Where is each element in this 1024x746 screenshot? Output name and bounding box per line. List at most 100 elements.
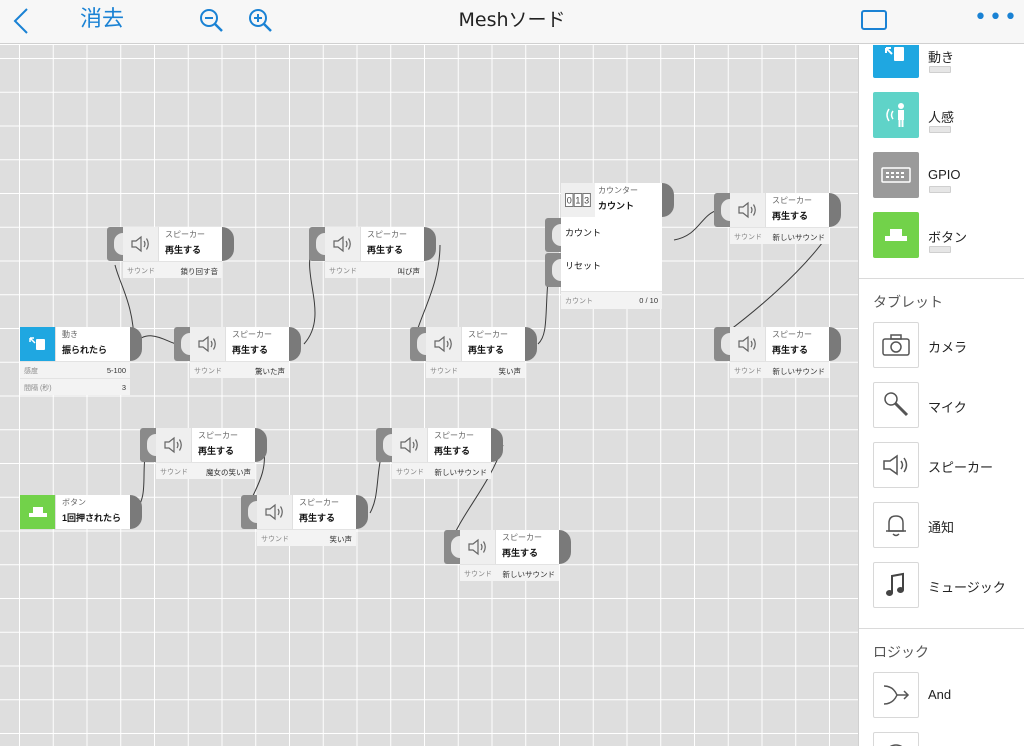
output-connector[interactable] [356, 495, 368, 529]
palette-item-bell[interactable]: 通知 [873, 502, 1023, 548]
property-value: 新しいサウンド [772, 367, 826, 376]
palette-item-label: And [928, 687, 952, 702]
palette-item-move[interactable]: 動き [873, 45, 1023, 78]
speaker-icon [190, 327, 226, 361]
speaker-block[interactable]: スピーカー再生するサウンド叫び声 [309, 227, 436, 295]
block-type: スピーカー [468, 330, 508, 339]
speaker-icon [392, 428, 428, 462]
block-action: 再生する [772, 345, 809, 355]
output-connector[interactable] [559, 530, 571, 564]
output-connector[interactable] [491, 428, 503, 462]
counter-reset-connector[interactable] [545, 253, 561, 287]
palette-item-speaker[interactable]: スピーカー [873, 442, 1023, 488]
zoom-in-icon[interactable] [248, 8, 274, 34]
counter-type: カウンター [598, 186, 638, 195]
input-connector[interactable] [241, 495, 257, 529]
property-value: 笑い声 [498, 367, 522, 376]
sound-property[interactable]: サウンド新しいサウンド [460, 564, 559, 581]
battery-indicator [929, 246, 951, 253]
speaker-block[interactable]: スピーカー再生するサウンド驚いた声 [174, 327, 301, 395]
property-value: 驚いた声 [255, 367, 285, 376]
speaker-icon [325, 227, 361, 261]
palette-item-button[interactable]: ボタン [873, 212, 1023, 258]
counter-block[interactable]: 0 1 3 カウンター カウント カウント リセット カウント 0 / 10 [545, 183, 674, 309]
palette-item-and-merge[interactable]: And [873, 672, 1023, 718]
counter-property[interactable]: カウント 0 / 10 [561, 291, 662, 309]
palette-item-motion-sensor[interactable]: 人感 [873, 92, 1023, 138]
counter-count-connector[interactable] [545, 218, 561, 252]
panel-toggle-icon[interactable] [861, 10, 887, 30]
output-connector[interactable] [829, 193, 841, 227]
output-connector[interactable] [829, 327, 841, 361]
sound-property[interactable]: サウンド 驚いた声 [190, 361, 289, 378]
sound-property[interactable]: サウンド鎖り回す音 [123, 261, 222, 278]
input-connector[interactable] [140, 428, 156, 462]
button-icon [873, 212, 919, 258]
clear-button[interactable]: 消去 [80, 7, 125, 32]
sound-property[interactable]: サウンド笑い声 [257, 529, 356, 546]
property-value: 3 [121, 383, 126, 392]
output-connector[interactable] [130, 327, 142, 361]
palette-item-label: 人感 [928, 110, 955, 125]
back-icon[interactable] [10, 6, 34, 36]
zoom-out-icon[interactable] [199, 8, 225, 34]
speaker-block[interactable]: スピーカー再生するサウンド新しいサウンド [444, 530, 571, 598]
block-action: 再生する [434, 446, 471, 456]
interval-property[interactable]: 間隔 (秒)3 [20, 378, 130, 395]
palette-item-camera[interactable]: カメラ [873, 322, 1023, 368]
input-connector[interactable] [410, 327, 426, 361]
speaker-block[interactable]: スピーカー再生するサウンド新しいサウンド [714, 193, 841, 261]
speaker-block[interactable]: スピーカー再生するサウンド笑い声 [241, 495, 368, 563]
property-label: サウンド [194, 368, 222, 375]
palette-item-gpio[interactable]: GPIO [873, 152, 1023, 198]
more-options-icon[interactable]: ••• [974, 5, 1019, 30]
counter-output-connector[interactable] [662, 183, 674, 217]
sound-property[interactable]: サウンド新しいサウンド [730, 361, 829, 378]
block-action: 再生する [502, 548, 539, 558]
palette-item-label: スピーカー [928, 460, 994, 475]
block-type: スピーカー [502, 533, 542, 542]
sound-property[interactable]: サウンド笑い声 [426, 361, 525, 378]
sound-property[interactable]: サウンド新しいサウンド [730, 227, 829, 244]
output-connector[interactable] [255, 428, 267, 462]
palette-item-label: カメラ [928, 340, 968, 355]
input-connector[interactable] [444, 530, 460, 564]
input-connector[interactable] [376, 428, 392, 462]
speaker-block[interactable]: スピーカー再生するサウンド鎖り回す音 [107, 227, 234, 295]
move-icon [873, 45, 919, 78]
output-connector[interactable] [525, 327, 537, 361]
input-connector[interactable] [174, 327, 190, 361]
sound-property[interactable]: サウンド叫び声 [325, 261, 424, 278]
palette-item-label: マイク [928, 400, 967, 415]
speaker-block[interactable]: スピーカー再生するサウンド新しいサウンド [376, 428, 503, 496]
palette-item-microphone[interactable]: マイク [873, 382, 1023, 428]
speaker-icon [730, 327, 766, 361]
speaker-block[interactable]: スピーカー再生するサウンド魔女の笑い声 [140, 428, 267, 496]
output-connector[interactable] [289, 327, 301, 361]
palette-item-label: GPIO [928, 167, 961, 182]
output-connector[interactable] [424, 227, 436, 261]
battery-indicator [929, 126, 951, 133]
input-connector[interactable] [714, 193, 730, 227]
battery-indicator [929, 186, 951, 193]
input-connector[interactable] [107, 227, 123, 261]
input-connector[interactable] [714, 327, 730, 361]
property-value: 魔女の笑い声 [206, 468, 251, 477]
speaker-block[interactable]: スピーカー再生するサウンド新しいサウンド [714, 327, 841, 395]
sound-property[interactable]: サウンド新しいサウンド [392, 462, 491, 479]
block-action: 再生する [367, 245, 404, 255]
output-connector[interactable] [130, 495, 142, 529]
block-action: 再生する [198, 446, 235, 456]
output-connector[interactable] [222, 227, 234, 261]
input-connector[interactable] [309, 227, 325, 261]
palette-item-timer[interactable]: タイマー [873, 732, 1023, 746]
block-action: 再生する [772, 211, 809, 221]
sound-property[interactable]: サウンド魔女の笑い声 [156, 462, 255, 479]
gpio-icon [873, 152, 919, 198]
palette-item-music-note[interactable]: ミュージック [873, 562, 1023, 608]
speaker-block[interactable]: スピーカー再生するサウンド笑い声 [410, 327, 537, 395]
